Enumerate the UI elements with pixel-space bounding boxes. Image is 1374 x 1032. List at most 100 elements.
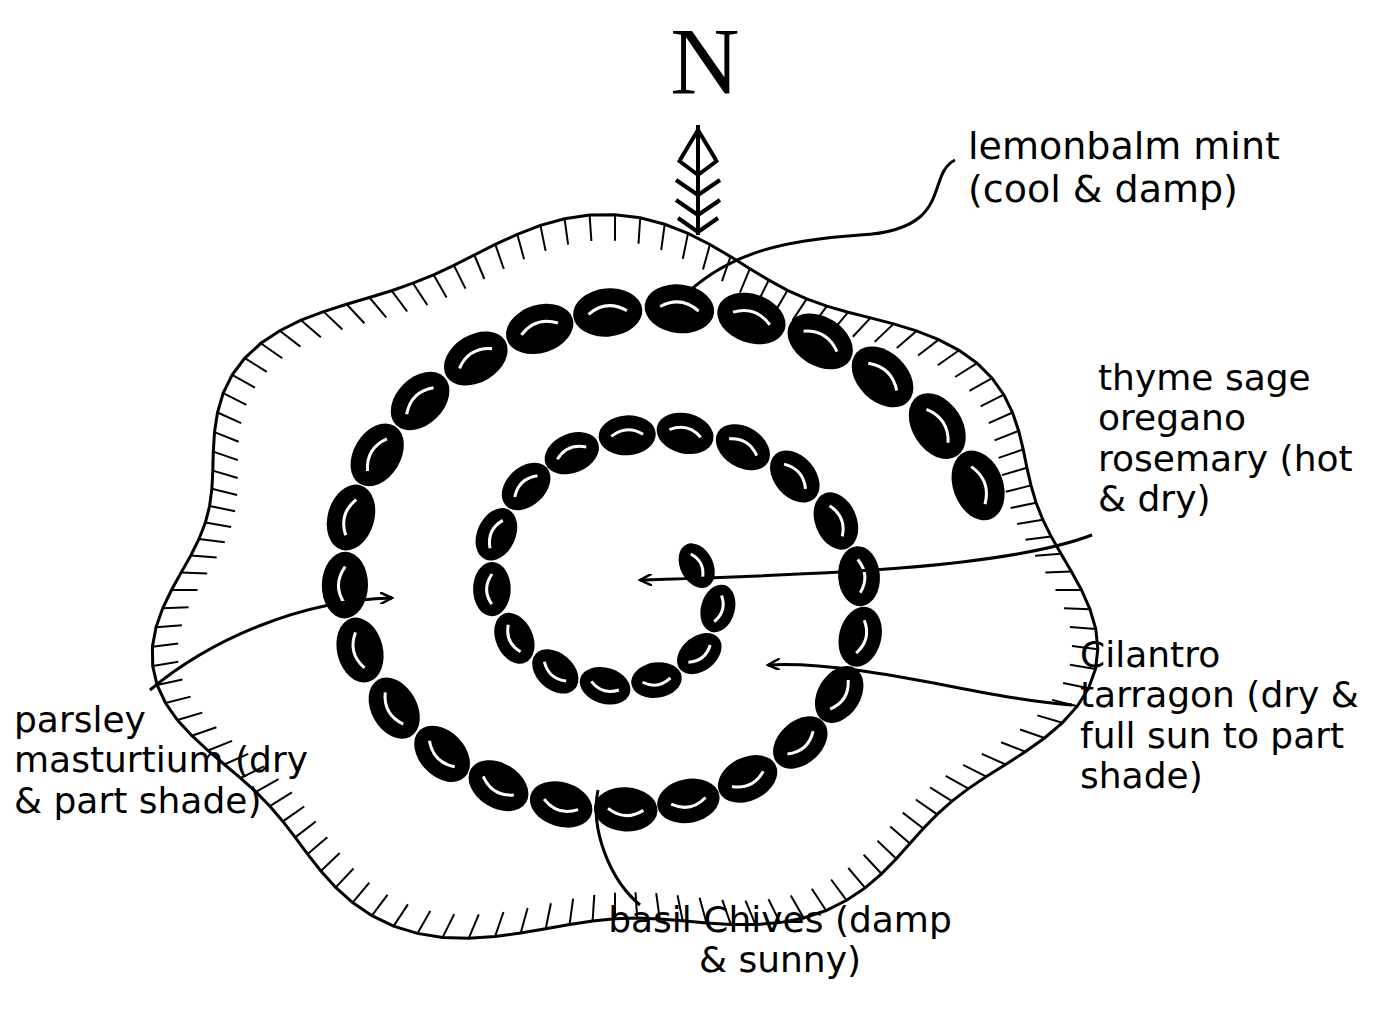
- hatch-mark: [261, 343, 282, 358]
- stone: [575, 661, 635, 711]
- stone-body: [593, 786, 659, 834]
- hatch-mark: [210, 506, 236, 511]
- stone-highlight: [688, 645, 713, 666]
- hatch-mark: [1025, 537, 1051, 540]
- stone: [707, 415, 778, 480]
- stone-body: [499, 295, 579, 362]
- stone: [695, 581, 741, 637]
- stone: [597, 413, 657, 457]
- stone: [593, 786, 659, 834]
- hatch-mark: [1070, 627, 1096, 629]
- hatch-mark: [1001, 742, 1025, 752]
- stone-highlight: [669, 424, 702, 437]
- hatch-mark: [199, 539, 225, 542]
- hatch-mark: [517, 234, 524, 259]
- hatch-mark: [213, 452, 238, 461]
- garden-bed-outline: [152, 215, 1097, 939]
- stone-body: [642, 281, 717, 338]
- hatch-mark: [163, 607, 189, 608]
- hatch-mark: [166, 697, 191, 703]
- stone-highlight: [971, 464, 991, 504]
- hatch-mark: [903, 813, 924, 829]
- stone-highlight: [480, 776, 514, 800]
- stone-highlight: [733, 306, 772, 325]
- stone-highlight: [643, 678, 672, 687]
- hatch-mark: [372, 895, 388, 916]
- hatch-mark: [1020, 730, 1045, 739]
- stone-body: [652, 407, 718, 460]
- stone: [473, 562, 511, 616]
- stone: [653, 773, 723, 828]
- stone-body: [330, 612, 391, 687]
- stone-body: [710, 284, 792, 353]
- hatch-mark: [639, 218, 641, 244]
- stone: [571, 285, 645, 340]
- hatch-mark: [590, 215, 592, 241]
- stone-body: [473, 562, 511, 616]
- hatch-mark: [946, 776, 969, 789]
- stone-highlight: [590, 681, 619, 694]
- stone-highlight: [338, 566, 345, 603]
- hatch-mark: [570, 899, 574, 925]
- stone: [459, 750, 537, 822]
- hatch-mark: [321, 853, 340, 871]
- stone-body: [653, 773, 723, 828]
- plant-callout: lemonbalm mint (cool & damp): [968, 125, 1298, 210]
- hatch-mark: [1006, 485, 1031, 491]
- stone-body: [597, 413, 657, 457]
- stone-highlight: [588, 304, 627, 314]
- hatch-mark: [982, 754, 1006, 765]
- stone: [836, 545, 882, 608]
- stone: [330, 612, 391, 687]
- stone-highlight: [804, 325, 841, 351]
- hatch-mark: [955, 363, 977, 377]
- stone-highlight: [402, 383, 434, 414]
- hatch-mark: [963, 765, 986, 777]
- stone-highlight: [856, 620, 870, 654]
- hatch-mark: [191, 556, 217, 558]
- hatch-mark: [890, 827, 910, 844]
- hatch-mark: [969, 378, 992, 391]
- hatch-mark: [1045, 572, 1071, 573]
- stone-highlight: [349, 632, 364, 669]
- hatch-mark: [831, 880, 847, 901]
- stone-highlight: [511, 472, 537, 497]
- hatch-mark: [1037, 715, 1062, 722]
- hatch-mark: [192, 727, 217, 735]
- hatch-mark: [878, 841, 897, 859]
- hatch-mark: [394, 904, 408, 926]
- stone: [832, 602, 888, 671]
- stone-highlight: [541, 662, 566, 685]
- stone: [524, 774, 598, 835]
- leader-lines: [150, 160, 1092, 905]
- hatch-mark: [308, 837, 328, 854]
- stone-highlight: [729, 434, 760, 456]
- hatch-mark: [215, 432, 239, 442]
- bed-border: [152, 215, 1097, 939]
- stone-highlight: [486, 574, 492, 604]
- stone-body: [707, 415, 778, 480]
- hatch-mark: [593, 895, 595, 921]
- stone-highlight: [362, 435, 387, 471]
- hatch-mark: [930, 787, 952, 801]
- stone-body: [832, 602, 888, 671]
- hatch-mark: [875, 324, 894, 342]
- stone: [523, 640, 587, 702]
- hatch-mark: [916, 800, 937, 815]
- hatch-mark: [301, 320, 321, 337]
- hatch-mark: [740, 269, 750, 293]
- hatch-mark: [152, 644, 178, 647]
- hatch-mark: [1002, 468, 1027, 475]
- stone-body: [836, 545, 882, 608]
- plant-callout: thyme sage oregano rosemary (hot & dry): [1098, 358, 1366, 519]
- stone-body: [571, 285, 645, 340]
- hatch-mark: [213, 471, 238, 478]
- stone: [468, 501, 526, 567]
- stone: [777, 302, 863, 381]
- hatch-mark: [722, 257, 731, 282]
- stone: [499, 295, 579, 362]
- stone-highlight: [339, 498, 356, 536]
- hatch-mark: [848, 868, 865, 888]
- stone: [669, 625, 730, 683]
- stone-highlight: [868, 358, 901, 390]
